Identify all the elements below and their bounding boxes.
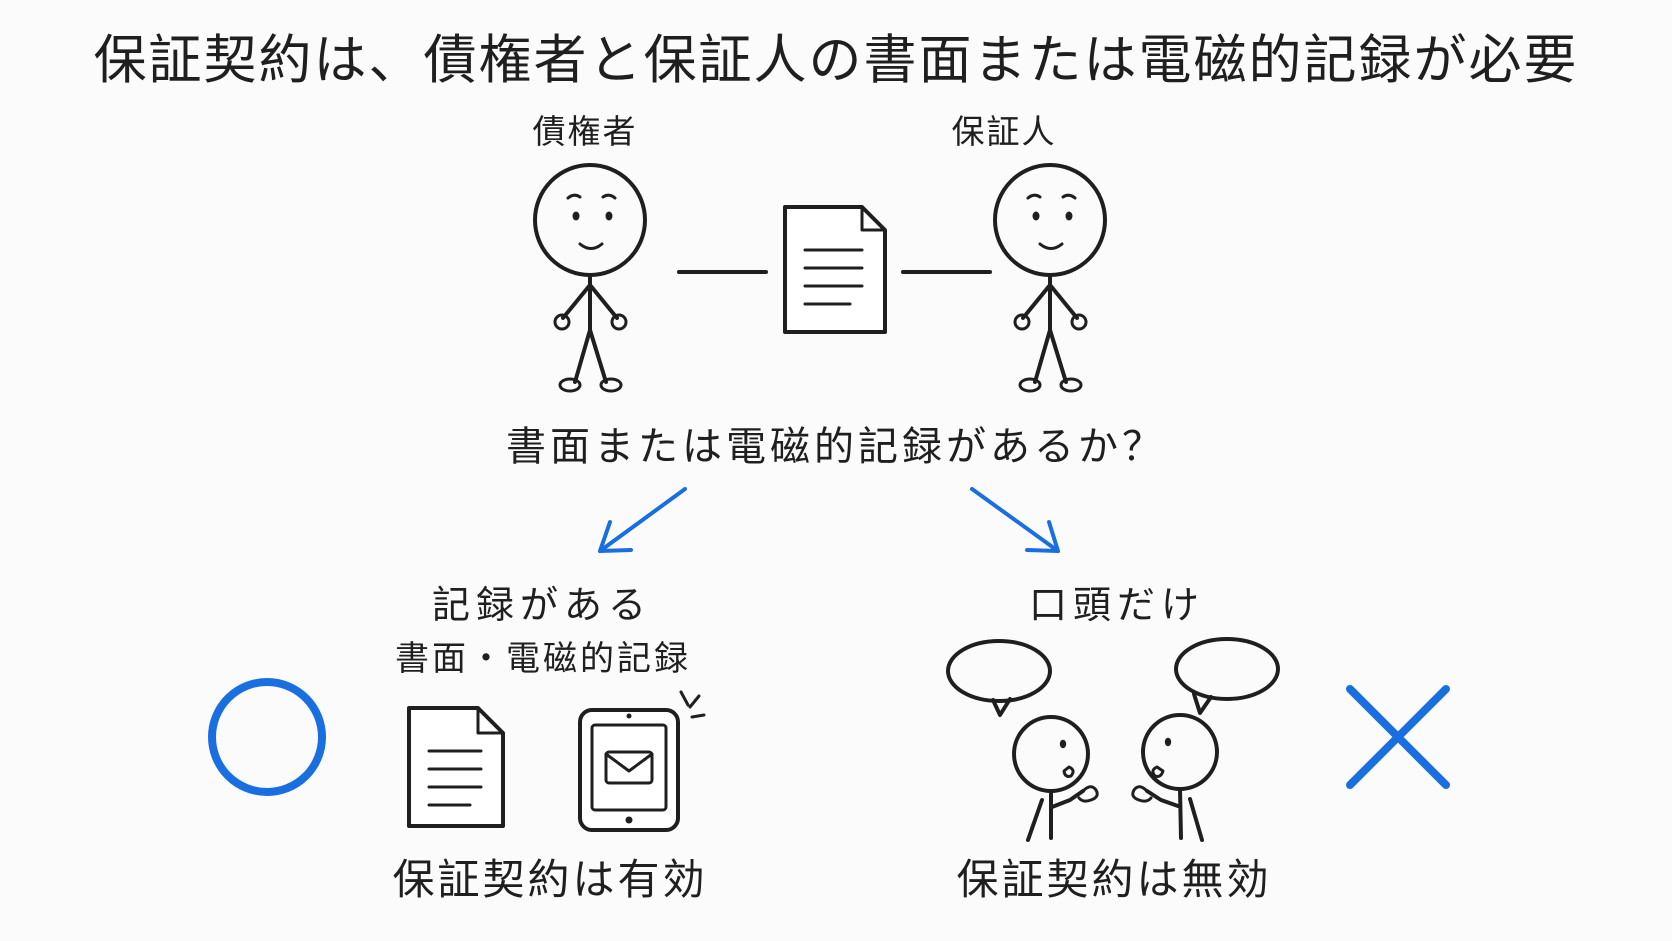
- guarantor-hand-right: [1070, 313, 1088, 331]
- creditor-foot-right: [599, 377, 623, 393]
- creditor-hand-right: [610, 313, 628, 331]
- talking-head-right: [1141, 713, 1219, 791]
- document-icon: [783, 205, 887, 334]
- tablet-mail-icon: [578, 690, 706, 832]
- talking-figure-left: [1012, 715, 1099, 842]
- diagram-title: 保証契約は、債権者と保証人の書面または電磁的記録が必要: [93, 30, 1579, 91]
- circle-mark: [208, 678, 326, 796]
- guarantor-eye-right: [1065, 211, 1073, 221]
- invalid-branch-title: 口頭だけ: [1028, 583, 1206, 627]
- sparkle-lines: [679, 690, 706, 719]
- talking-head-left: [1012, 715, 1090, 793]
- mail-icon: [604, 750, 654, 785]
- guarantor-label: 保証人: [951, 112, 1057, 151]
- creditor-mouth: [578, 242, 604, 250]
- creditor-body: [561, 273, 619, 384]
- valid-result-text: 保証契約は有効: [392, 855, 708, 904]
- guarantor-hand-left: [1013, 313, 1031, 331]
- creditor-eye-left: [572, 211, 580, 221]
- guarantor-eye-left: [1032, 211, 1040, 221]
- talking-figure-right: [1131, 713, 1219, 842]
- left-branch-arrow: [598, 487, 687, 553]
- paper-record-icon: [407, 706, 505, 828]
- guarantor-foot-right: [1059, 377, 1083, 393]
- creditor-label: 債権者: [532, 112, 638, 151]
- valid-branch-title: 記録がある: [431, 583, 653, 627]
- question-text: 書面または電磁的記録があるか？: [506, 424, 1166, 470]
- right-branch-arrow: [970, 487, 1060, 553]
- creditor-eye-right: [605, 211, 613, 221]
- guarantor-mouth: [1038, 242, 1064, 250]
- creditor-foot-left: [558, 377, 582, 393]
- guarantor-eyebrows: [1026, 193, 1077, 200]
- cross-mark: [1346, 685, 1450, 789]
- speech-bubble-icon-left: [946, 639, 1052, 717]
- creditor-eyebrows: [566, 193, 617, 200]
- invalid-result-text: 保証契約は無効: [956, 855, 1272, 904]
- guarantor-body: [1021, 273, 1079, 384]
- valid-branch-subtitle: 書面・電磁的記録: [395, 639, 691, 679]
- guarantor-foot-left: [1018, 377, 1042, 393]
- creditor-head: [533, 163, 647, 277]
- creditor-figure: [533, 163, 647, 393]
- guarantor-head: [993, 163, 1107, 277]
- guarantor-figure: [993, 163, 1107, 393]
- creditor-hand-left: [553, 313, 571, 331]
- speech-bubble-icon-right: [1174, 637, 1280, 715]
